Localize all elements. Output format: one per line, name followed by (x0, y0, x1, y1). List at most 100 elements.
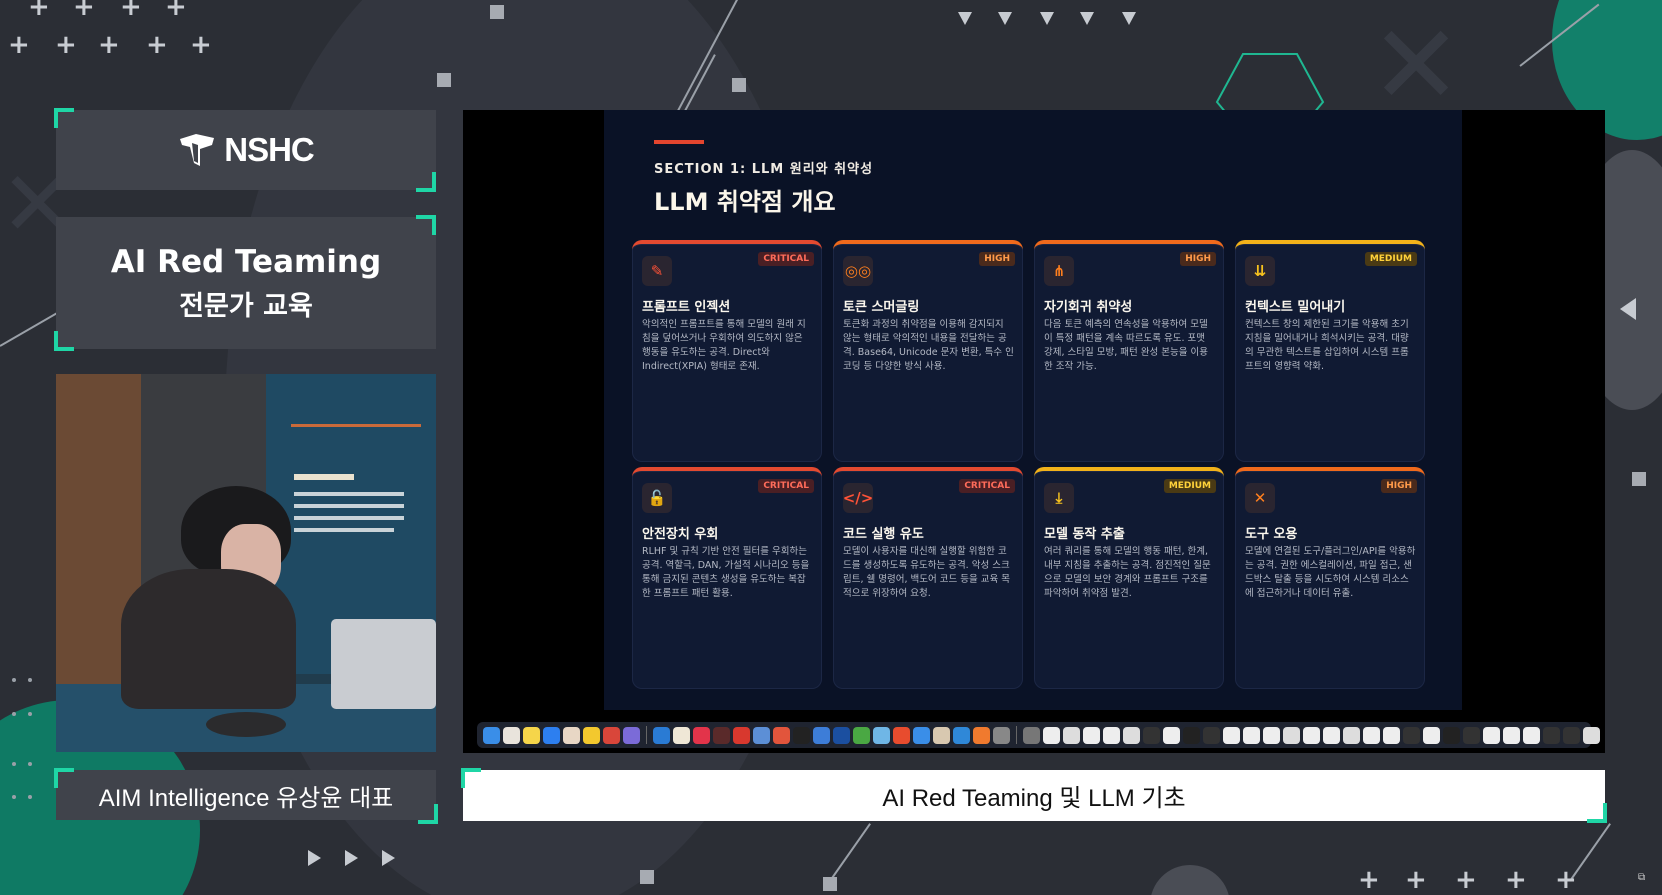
dock-app-icon[interactable] (1243, 726, 1260, 744)
dock-app-icon[interactable] (1463, 726, 1480, 744)
bg-dot (12, 795, 16, 799)
severity-badge: CRITICAL (758, 479, 814, 493)
dock-app-icon[interactable] (973, 726, 990, 744)
severity-badge: CRITICAL (959, 479, 1015, 493)
dock-app-icon[interactable] (1523, 726, 1540, 744)
accent-corner (54, 108, 74, 128)
dock-app-icon[interactable] (813, 726, 830, 744)
bg-plus: + (1455, 865, 1477, 895)
captions-icon[interactable]: ⧉ (1638, 872, 1646, 883)
dock-app-icon[interactable] (623, 726, 640, 744)
dock-app-icon[interactable] (1343, 726, 1360, 744)
dock-app-icon[interactable] (1563, 726, 1580, 744)
dock-app-icon[interactable] (1063, 726, 1080, 744)
dock-app-icon[interactable] (853, 726, 870, 744)
dock-app-icon[interactable] (993, 726, 1010, 744)
dock-app-icon[interactable] (1363, 726, 1380, 744)
dock-app-icon[interactable] (1283, 726, 1300, 744)
dock-app-icon[interactable] (733, 726, 750, 744)
dock-app-icon[interactable] (583, 726, 600, 744)
dock-app-icon[interactable] (1543, 726, 1560, 744)
dock-app-icon[interactable] (1263, 726, 1280, 744)
dock-app-icon[interactable] (1143, 726, 1160, 744)
mask-icon: ◎◎ (843, 256, 873, 286)
card-title: 도구 오용 (1245, 527, 1298, 542)
bg-plus: + (73, 0, 95, 22)
bg-triangle (958, 12, 972, 25)
dock-app-icon[interactable] (893, 726, 910, 744)
card-description: 모델에 연결된 도구/플러그인/API를 악용하는 공격. 권한 에스컬레이션,… (1245, 546, 1416, 599)
dock-app-icon[interactable] (693, 726, 710, 744)
video-person-body (121, 569, 296, 709)
dock-app-icon[interactable] (1083, 726, 1100, 744)
card-title: 프롬프트 인젝션 (642, 300, 731, 315)
bg-plus: + (28, 0, 50, 22)
card-description: 컨텍스트 창의 제한된 크기를 악용해 초기 지침을 밀어내거나 희석시키는 공… (1245, 319, 1409, 372)
dock-app-icon[interactable] (833, 726, 850, 744)
bg-plus: + (120, 0, 142, 22)
dock-app-icon[interactable] (653, 726, 670, 744)
dock-app-icon[interactable] (1183, 726, 1200, 744)
bg-plus: + (1505, 865, 1527, 895)
presentation-screen: SECTION 1: LLM 원리와 취약성 LLM 취약점 개요 ✎CRITI… (463, 110, 1605, 753)
bg-plus: + (1555, 865, 1577, 895)
dock-app-icon[interactable] (1043, 726, 1060, 744)
dock-app-icon[interactable] (523, 726, 540, 744)
dock-app-icon[interactable] (773, 726, 790, 744)
dock-separator (1016, 726, 1017, 744)
dock-app-icon[interactable] (1443, 726, 1460, 744)
dock-app-icon[interactable] (793, 726, 810, 744)
dock-app-icon[interactable] (1503, 726, 1520, 744)
dock-app-icon[interactable] (953, 726, 970, 744)
dock-app-icon[interactable] (753, 726, 770, 744)
macos-dock (477, 722, 1600, 748)
course-title-panel: AI Red Teaming 전문가 교육 (56, 217, 436, 349)
dock-app-icon[interactable] (1123, 726, 1140, 744)
dock-app-icon[interactable] (1423, 726, 1440, 744)
dock-app-icon[interactable] (873, 726, 890, 744)
dock-app-icon[interactable] (933, 726, 950, 744)
dock-app-icon[interactable] (1163, 726, 1180, 744)
unlock-icon: 🔓 (642, 483, 672, 513)
code-icon: </> (843, 483, 873, 513)
bg-triangle (1080, 12, 1094, 25)
bg-square (490, 5, 504, 19)
card-title: 자기회귀 취약성 (1044, 300, 1133, 315)
dock-app-icon[interactable] (1303, 726, 1320, 744)
bg-dot (28, 762, 32, 766)
card-description: 토큰화 과정의 취약점을 이용해 감지되지 않는 형태로 악의적인 내용을 전달… (843, 319, 1014, 372)
severity-badge: HIGH (1381, 479, 1417, 493)
dock-app-icon[interactable] (673, 726, 690, 744)
card-title: 코드 실행 유도 (843, 527, 924, 542)
dock-app-icon[interactable] (603, 726, 620, 744)
dock-app-icon[interactable] (913, 726, 930, 744)
speaker-name: AIM Intelligence 유상윤 대표 (98, 784, 394, 812)
bg-dot (12, 678, 16, 682)
dock-app-icon[interactable] (713, 726, 730, 744)
bg-dot (12, 712, 16, 716)
bg-x-mark: ✕ (1370, 1, 1463, 129)
tools-icon: ✕ (1245, 483, 1275, 513)
dock-app-icon[interactable] (1583, 726, 1600, 744)
speaker-caption-panel: AIM Intelligence 유상윤 대표 (56, 770, 436, 820)
dock-app-icon[interactable] (563, 726, 580, 744)
dock-app-icon[interactable] (1223, 726, 1240, 744)
bg-square (1632, 472, 1646, 486)
dock-app-icon[interactable] (1023, 726, 1040, 744)
card-title: 컨텍스트 밀어내기 (1245, 300, 1346, 315)
dock-app-icon[interactable] (543, 726, 560, 744)
bg-triangle (998, 12, 1012, 25)
dock-app-icon[interactable] (1323, 726, 1340, 744)
dock-app-icon[interactable] (1203, 726, 1220, 744)
bg-square (823, 877, 837, 891)
dock-app-icon[interactable] (483, 726, 500, 744)
bg-arrow (308, 850, 321, 866)
dock-app-icon[interactable] (1483, 726, 1500, 744)
dock-app-icon[interactable] (1103, 726, 1120, 744)
dock-app-icon[interactable] (503, 726, 520, 744)
bg-plus: + (146, 30, 168, 60)
dock-app-icon[interactable] (1403, 726, 1420, 744)
dock-app-icon[interactable] (1383, 726, 1400, 744)
